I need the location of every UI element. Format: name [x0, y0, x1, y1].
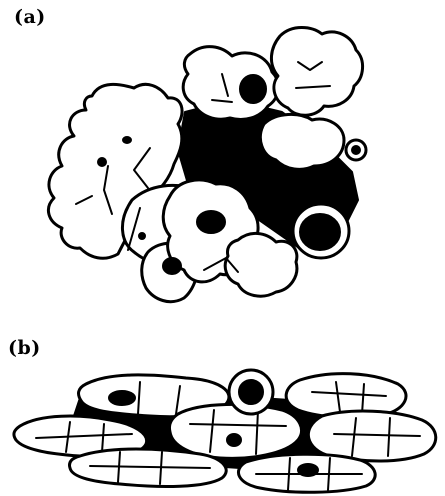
panel-b-cell — [169, 404, 301, 458]
panel-a-nucleus — [163, 258, 181, 274]
panel-a-cell-upper-right — [271, 28, 362, 116]
panel-a-drawing — [48, 28, 366, 302]
panel-b-drawing — [14, 370, 436, 492]
panel-a-cell-right-lower — [225, 233, 297, 296]
panel-a-nucleus — [197, 211, 225, 233]
panel-a-nucleus — [123, 137, 131, 143]
panel-a-nucleus — [240, 75, 266, 103]
panel-b-nucleus — [227, 434, 241, 446]
panel-b-nucleus — [239, 380, 263, 404]
panel-a-nucleus — [98, 158, 106, 166]
panel-b-nucleus — [109, 391, 135, 405]
panel-a-nucleus — [352, 146, 360, 154]
panel-b-nucleus — [298, 464, 318, 476]
panel-a-nucleus — [300, 214, 340, 250]
panel-a-nucleus — [139, 233, 145, 239]
